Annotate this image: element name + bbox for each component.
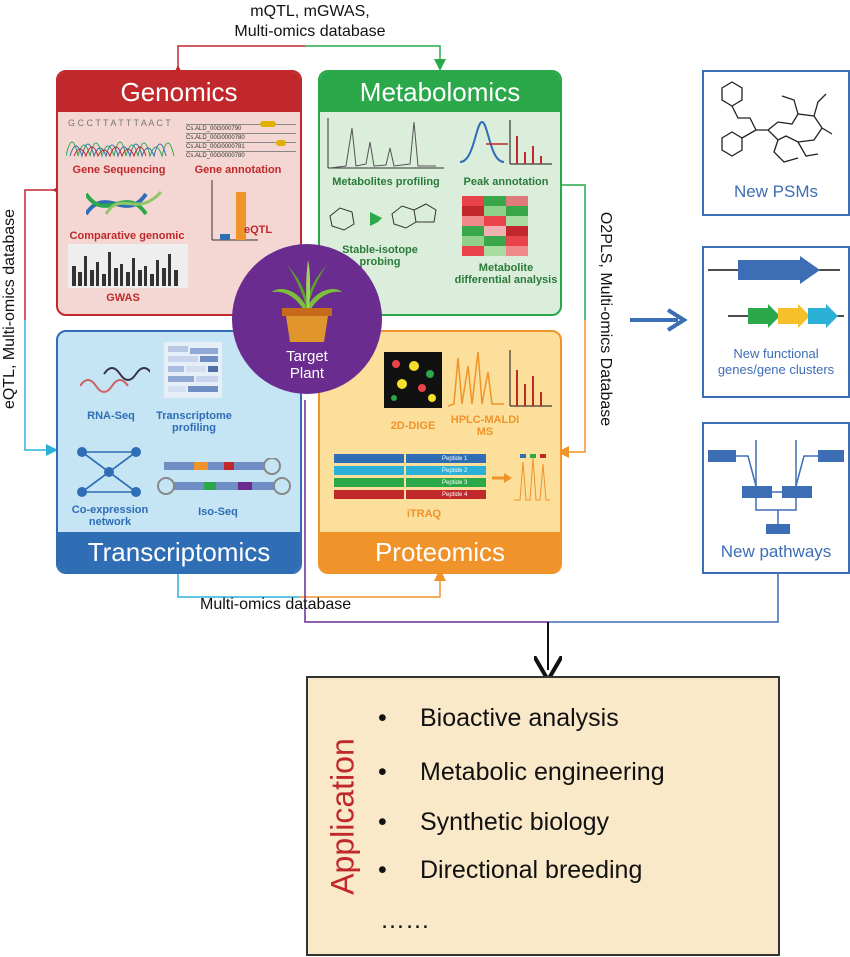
new-pathways-box: New pathways [702, 422, 850, 574]
genomics-title: Genomics [58, 72, 300, 112]
peak-annotation-icon [459, 120, 552, 165]
new-pathways-label: New pathways [720, 542, 832, 561]
top-connector-label: mQTL, mGWAS, Multi-omics database [190, 2, 430, 42]
gene-cluster-icon [708, 256, 844, 328]
gwas-manhattan-icon [68, 244, 188, 288]
application-item-4: •Directional breeding [378, 856, 643, 884]
hplc-maldi-spectrum-icon [448, 350, 552, 407]
eqtl-label: eQTL [244, 224, 273, 236]
new-genes-label: New functional genes/gene clusters [717, 346, 835, 377]
new-psms-label: New PSMs [733, 182, 819, 201]
top-label-line1: mQTL, mGWAS, [250, 3, 370, 20]
application-item-1: •Bioactive analysis [378, 704, 619, 732]
rna-seq-label: RNA-Seq [87, 410, 135, 422]
target-plant-circle: Target Plant [232, 244, 382, 394]
psm-structure-icon [721, 81, 833, 163]
application-title: Application [324, 738, 361, 895]
transcriptome-heatmap-icon [164, 342, 222, 398]
bottom-connector-label: Multi-omics database [200, 596, 352, 613]
gene-annotation-label: Gene annotation [194, 164, 282, 176]
heatmap-icon [462, 196, 528, 256]
comparative-genomic-label: Comparative genomic [69, 230, 185, 242]
peptide-1-label: Peptide 1 [442, 456, 468, 462]
gwas-label: GWAS [106, 292, 140, 304]
potted-plant-icon [272, 260, 342, 342]
2d-dige-label: 2D-DIGE [390, 420, 436, 432]
peptide-3-label: Peptide 3 [442, 480, 468, 486]
itraq-peptide-icon [334, 454, 550, 501]
application-item-4-text: Directional breeding [420, 856, 643, 884]
center-line1: Target [286, 348, 328, 365]
proteomics-title: Proteomics [320, 532, 560, 572]
iso-seq-icon [157, 458, 291, 495]
application-item-2-text: Metabolic engineering [420, 758, 665, 786]
annot-line-1: Cs.ALD_00G000790 [186, 126, 242, 132]
chromatogram-text: G C C T T A T T T A A C T [68, 118, 171, 128]
proteomics-panel: 2D-DIGE HPLC-MALDI MS Peptide 1 Peptide … [318, 330, 562, 574]
coexpression-network-label: Co-expression network [71, 504, 149, 528]
genomics-panel: Genomics G C C T T A T T T A A C T Cs.AL… [56, 70, 302, 316]
new-genes-box: New functional genes/gene clusters [702, 246, 850, 398]
annot-line-2: Cs.ALD_00G0000780 [186, 135, 245, 141]
transcriptomics-title: Transcriptomics [58, 532, 300, 572]
application-item-3: •Synthetic biology [378, 808, 610, 836]
new-psms-box: New PSMs [702, 70, 850, 216]
application-item-2: •Metabolic engineering [378, 758, 665, 786]
application-item-1-text: Bioactive analysis [420, 704, 619, 732]
gene-annotation-tracks: Cs.ALD_00G000790 Cs.ALD_00G0000780 Cs.AL… [186, 121, 296, 160]
peptide-labels: Peptide 1 Peptide 2 Peptide 3 Peptide 4 [442, 453, 508, 501]
isotope-structure-icon [329, 203, 437, 231]
2d-dige-gel-icon [384, 352, 442, 408]
application-box: Application •Bioactive analysis •Metabol… [306, 676, 780, 956]
gene-sequencing-label: Gene Sequencing [72, 164, 166, 176]
transcriptome-profiling-label: Transcriptome profiling [156, 410, 232, 434]
metabolite-differential-label: Metabolite differential analysis [454, 262, 558, 286]
application-item-more: …… [380, 906, 430, 934]
hplc-maldi-label: HPLC-MALDI MS [450, 414, 520, 438]
itraq-label: iTRAQ [406, 508, 442, 520]
metabolite-spectrum-icon [327, 118, 444, 169]
peak-annotation-label: Peak annotation [463, 176, 549, 188]
peptide-4-label: Peptide 4 [442, 492, 468, 498]
annot-line-3: Cs.ALD_00G0000781 [186, 144, 245, 150]
center-line2: Plant [289, 365, 325, 382]
center-label: Target Plant [232, 348, 382, 382]
peptide-2-label: Peptide 2 [442, 468, 468, 474]
pathway-diagram-icon [708, 440, 844, 534]
left-connector-label: eQTL, Multi-omics database [1, 208, 18, 410]
right-connector-label: O2PLS, Multi-omics Database [597, 211, 614, 427]
stable-isotope-label: Stable-isotope probing [342, 244, 418, 268]
rna-wave-icon [80, 367, 150, 393]
annot-line-4: Cs.ALD_00G0000780 [186, 153, 245, 159]
coexpression-network-icon [77, 447, 141, 497]
metabolomics-panel: Metabolomics Metabolites profiling Peak … [318, 70, 562, 316]
metabolomics-title: Metabolomics [320, 72, 560, 112]
dna-helix-icon [86, 190, 163, 216]
iso-seq-label: Iso-Seq [198, 506, 238, 518]
metabolites-profiling-label: Metabolites profiling [332, 176, 440, 188]
eqtl-bar-icon [211, 180, 258, 241]
application-item-3-text: Synthetic biology [420, 808, 610, 836]
top-label-line2: Multi-omics database [234, 23, 386, 40]
chromatogram-icon [66, 141, 175, 158]
